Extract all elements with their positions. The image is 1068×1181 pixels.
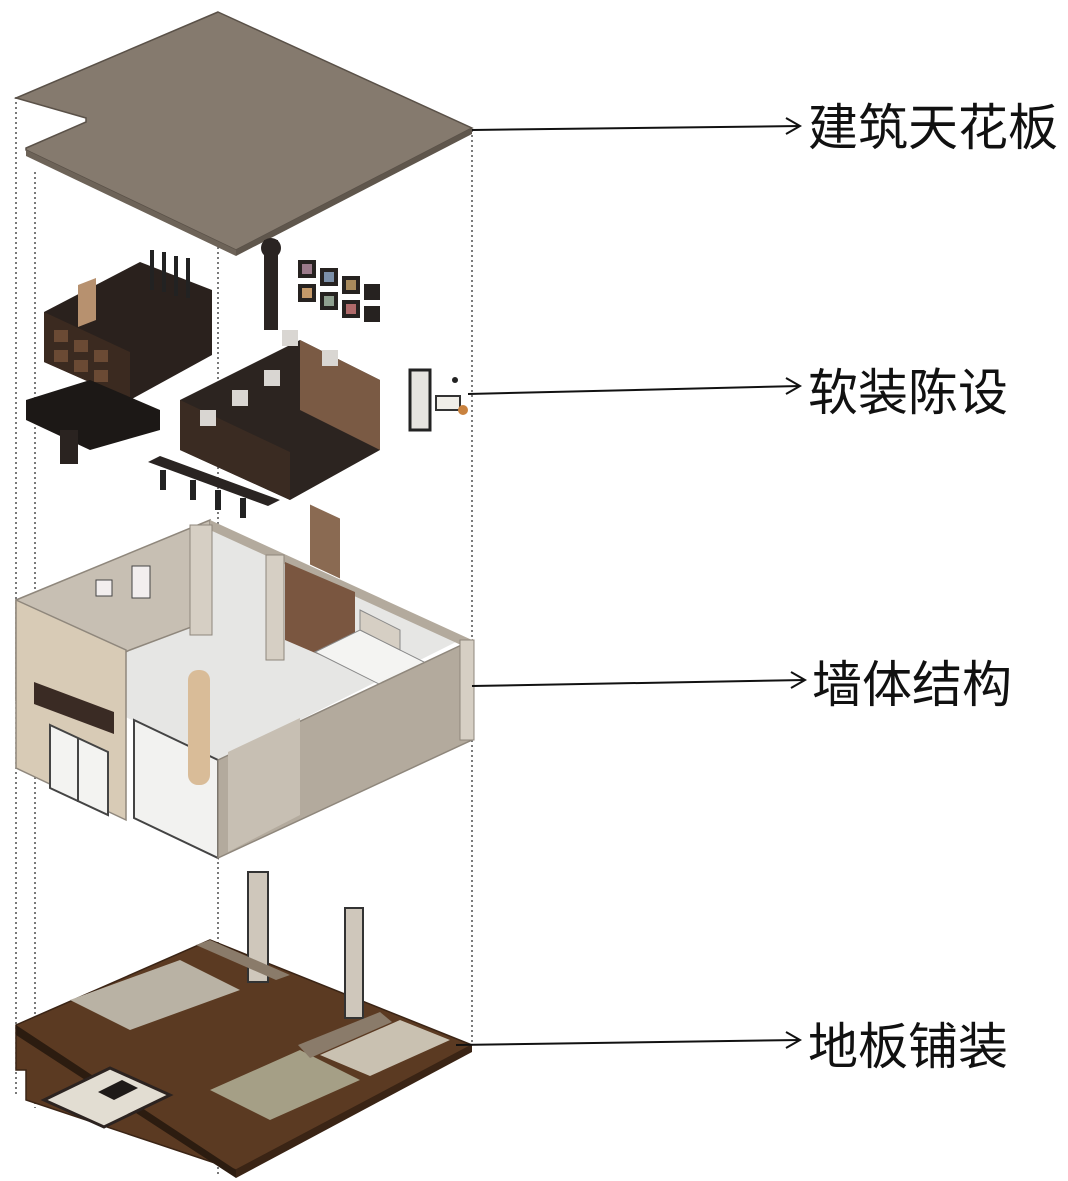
label-walls: 墙体结构 [812, 656, 1012, 714]
leader-walls: 墙体结构 [471, 656, 1012, 714]
label-floor: 地板铺装 [808, 1018, 1008, 1076]
decor-column [264, 240, 278, 330]
picture-frames [298, 260, 380, 322]
leader-furnishings: 软装陈设 [467, 364, 1008, 422]
label-ceiling: 建筑天花板 [808, 99, 1058, 157]
floor-mat [40, 1066, 174, 1129]
label-furnishings: 软装陈设 [808, 364, 1008, 422]
walls-layer [15, 518, 475, 860]
leader-ceiling: 建筑天花板 [471, 99, 1058, 157]
furnishings-layer [26, 238, 468, 579]
floor-layer [15, 871, 474, 1178]
leader-floor: 地板铺装 [455, 1018, 1008, 1076]
wall-back-right [210, 520, 472, 650]
entrance-sign [34, 682, 114, 734]
ceiling-plate [13, 11, 474, 251]
ceiling-layer [13, 11, 474, 256]
